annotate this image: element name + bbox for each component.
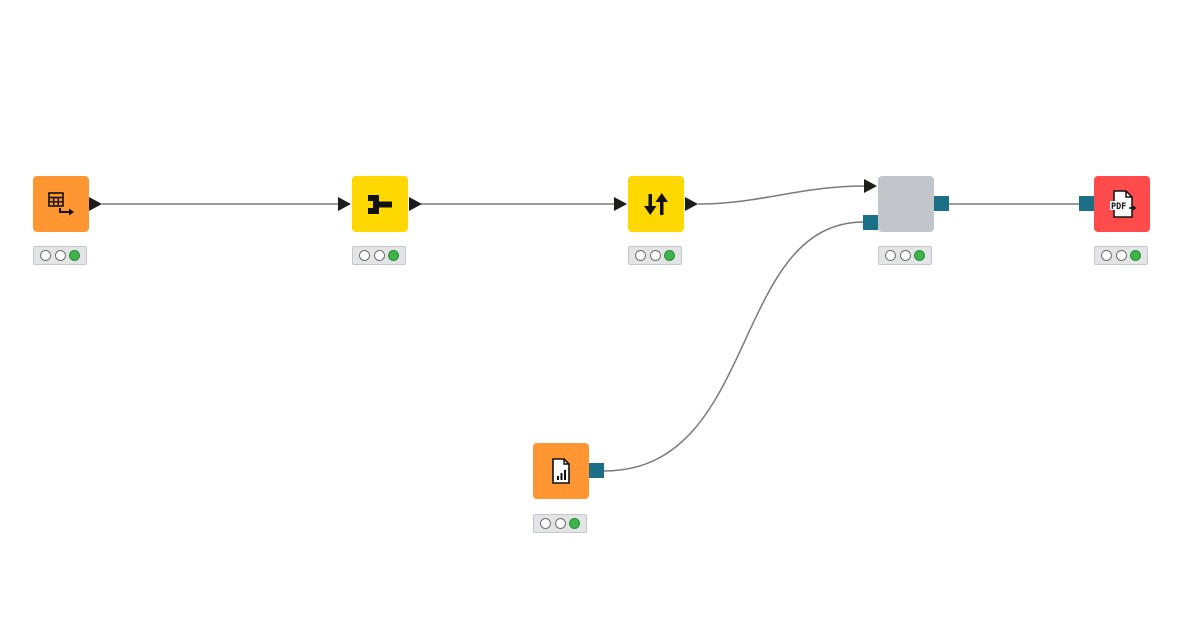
column-filter-input-port[interactable] xyxy=(338,197,351,211)
table-creator-output-port[interactable] xyxy=(89,197,102,211)
status-light-yellow xyxy=(899,250,911,261)
status-sorter xyxy=(628,246,682,265)
node-table-creator[interactable] xyxy=(33,176,89,232)
component-input-port-data[interactable] xyxy=(864,179,877,193)
node-column-filter[interactable] xyxy=(352,176,408,232)
table-creator-icon xyxy=(48,192,74,216)
component-output-port-report[interactable] xyxy=(934,196,949,211)
status-light-red xyxy=(39,250,51,261)
status-light-red xyxy=(358,250,370,261)
connection-sorter-to-component[interactable] xyxy=(697,185,865,205)
pdf-writer-input-port[interactable] xyxy=(1079,196,1094,211)
connection-report-template-to-component[interactable] xyxy=(603,221,865,472)
status-table-creator xyxy=(33,246,87,265)
status-light-yellow xyxy=(649,250,661,261)
status-light-red xyxy=(634,250,646,261)
status-pdf-writer xyxy=(1094,246,1148,265)
node-pdf-writer[interactable]: PDF xyxy=(1094,176,1150,232)
status-light-yellow xyxy=(554,518,566,529)
report-template-output-port[interactable] xyxy=(589,463,604,478)
status-light-red xyxy=(884,250,896,261)
pdf-writer-icon: PDF xyxy=(1110,190,1137,218)
status-light-green xyxy=(569,518,581,529)
sorter-icon xyxy=(644,193,668,215)
status-light-green xyxy=(664,250,676,261)
node-sorter[interactable] xyxy=(628,176,684,232)
report-template-icon xyxy=(552,458,570,484)
node-component[interactable] xyxy=(878,176,934,232)
column-filter-output-port[interactable] xyxy=(409,197,422,211)
status-report-template xyxy=(533,514,587,533)
status-component xyxy=(878,246,932,265)
status-light-yellow xyxy=(1115,250,1127,261)
status-light-yellow xyxy=(373,250,385,261)
node-report-template[interactable] xyxy=(533,443,589,499)
column-filter-icon xyxy=(368,195,392,214)
sorter-output-port[interactable] xyxy=(685,197,698,211)
component-input-port-report[interactable] xyxy=(863,215,878,230)
status-column-filter xyxy=(352,246,406,265)
status-light-red xyxy=(1100,250,1112,261)
status-light-green xyxy=(388,250,400,261)
status-light-red xyxy=(539,518,551,529)
svg-text:PDF: PDF xyxy=(1111,202,1126,212)
status-light-green xyxy=(914,250,926,261)
status-light-yellow xyxy=(54,250,66,261)
sorter-input-port[interactable] xyxy=(614,197,627,211)
status-light-green xyxy=(69,250,81,261)
status-light-green xyxy=(1130,250,1142,261)
